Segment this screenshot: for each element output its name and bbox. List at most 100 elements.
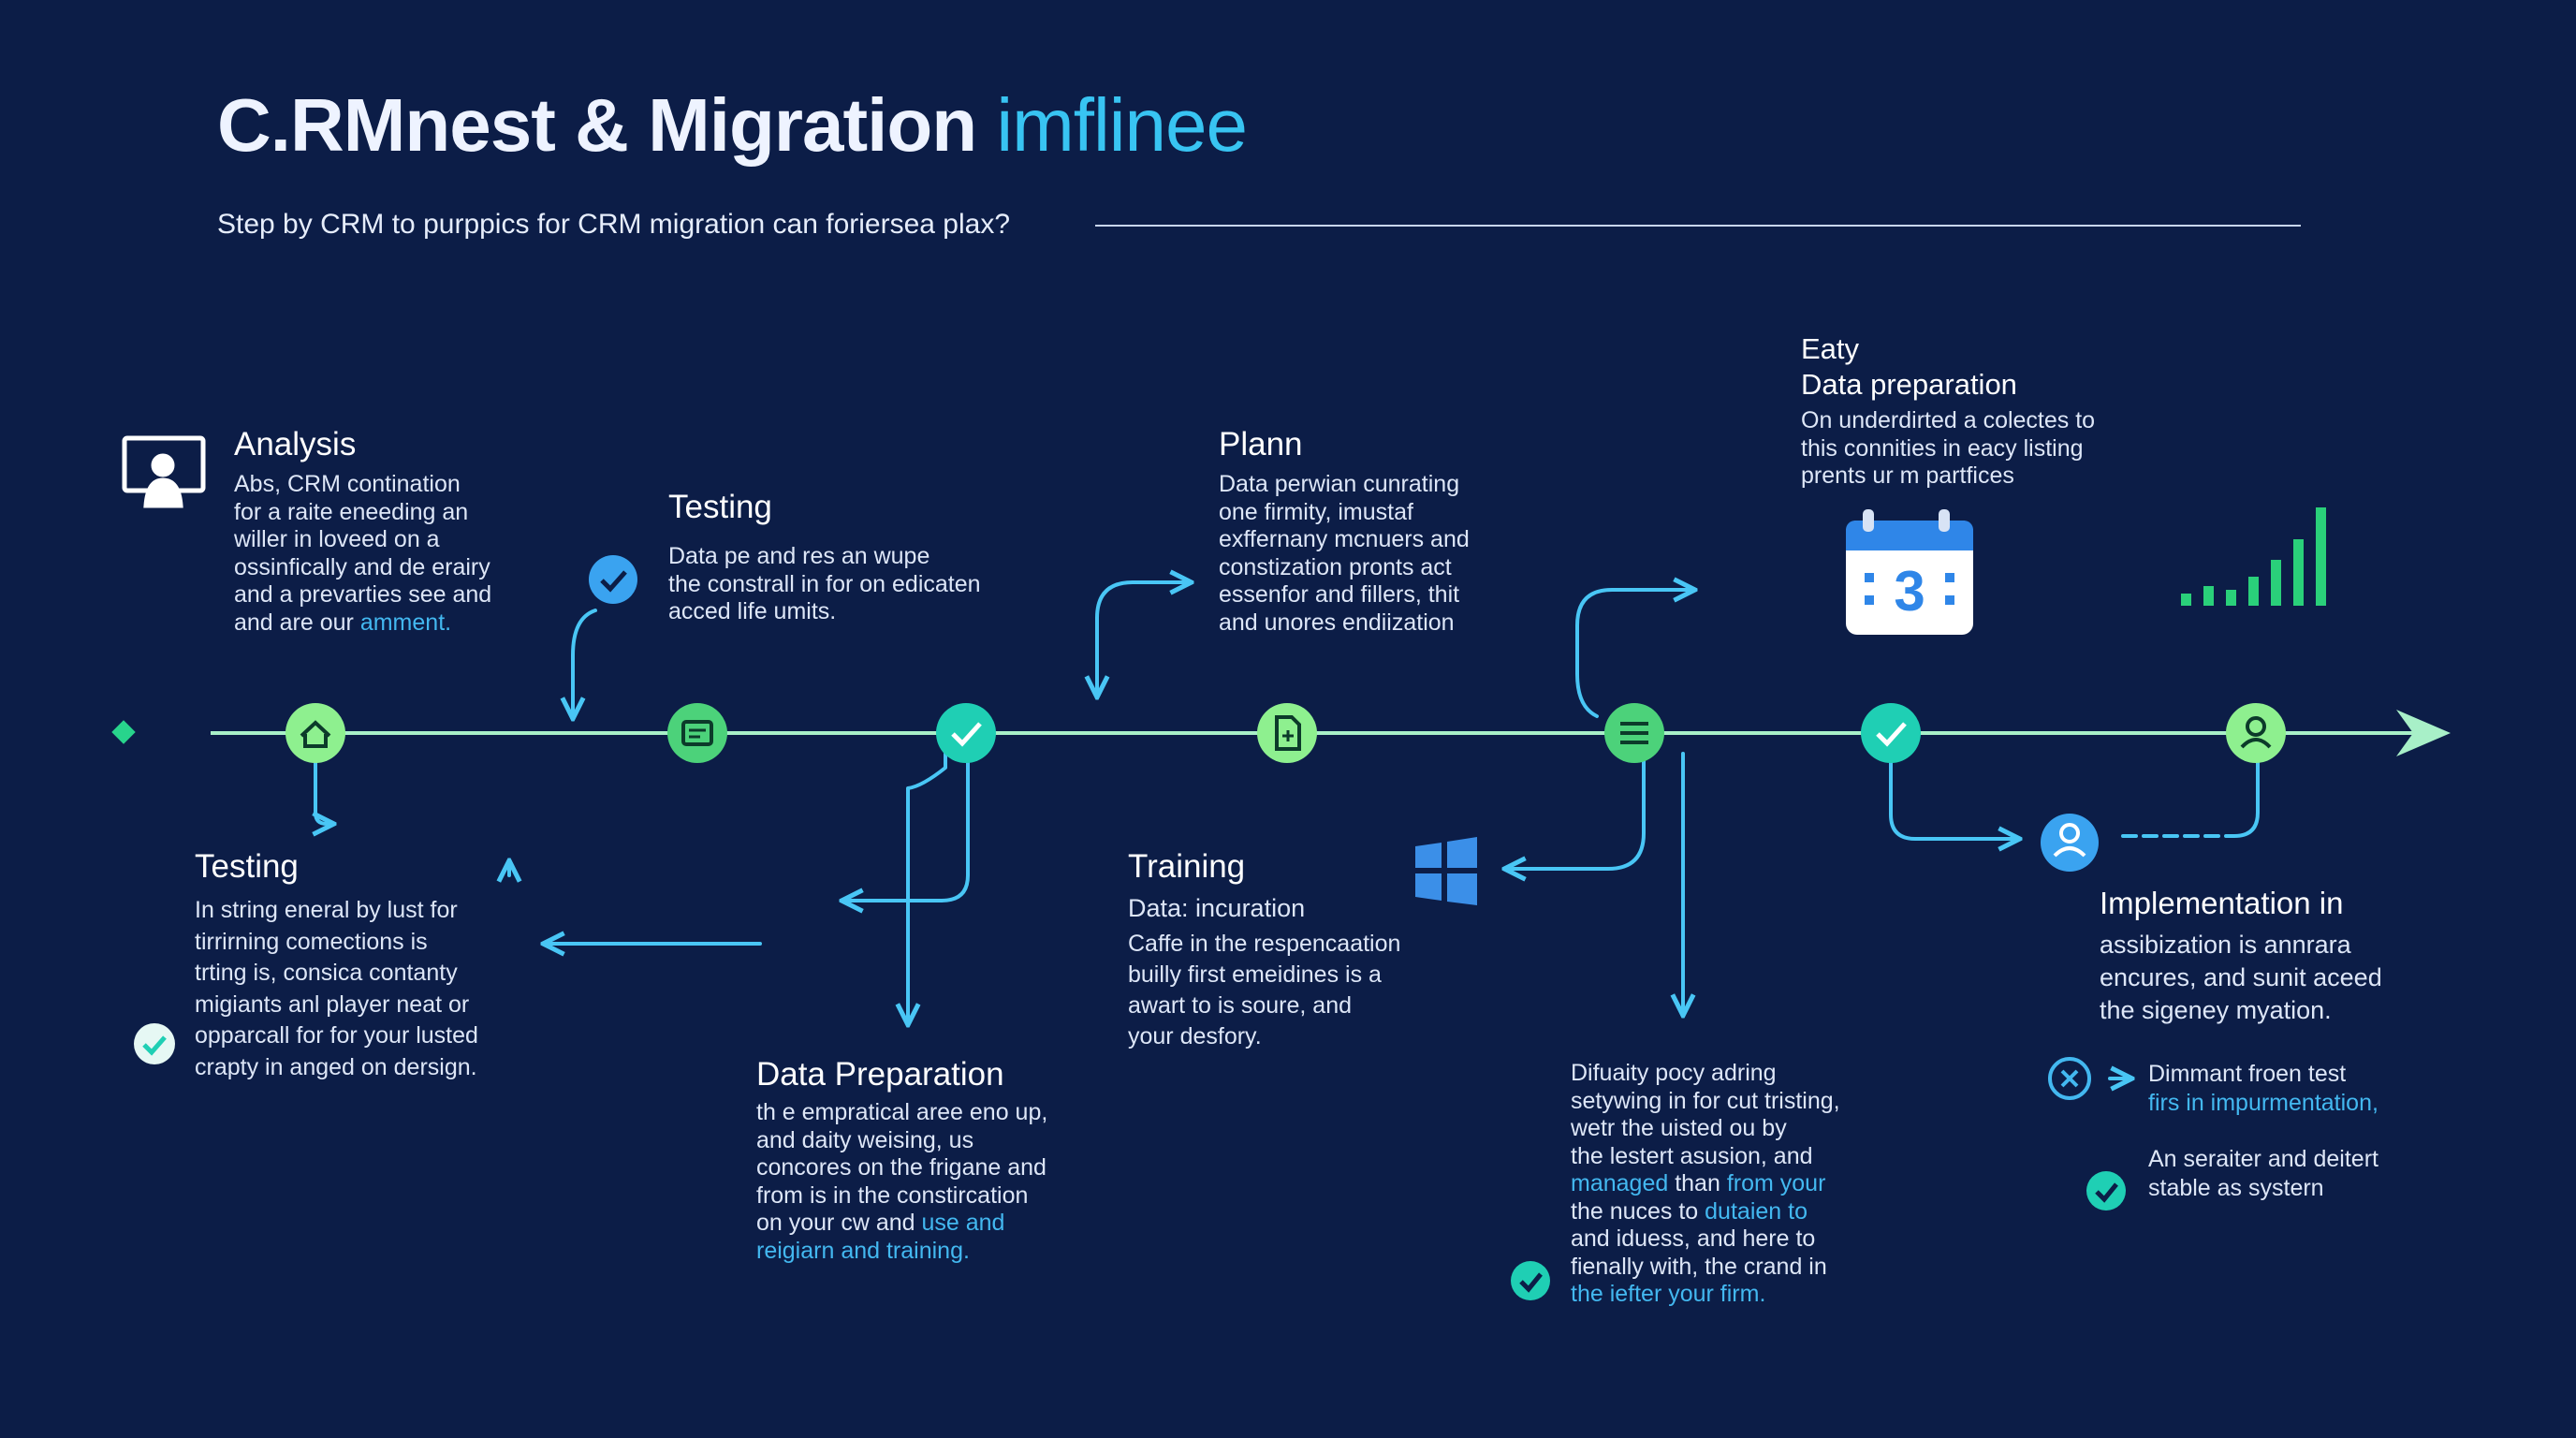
block-testing-bottom: Testing In string eneral by lust for tir… — [195, 848, 478, 1083]
early-data-body: On underdirted a colectes to this connit… — [1801, 407, 2095, 491]
plann-line: Data perwian cunrating — [1219, 471, 1460, 497]
testing-bottom-body: In string eneral by lust for tirrirning … — [195, 895, 478, 1083]
training-body: Caffe in the respencaation builly first … — [1128, 929, 1400, 1052]
plann-title: Plann — [1219, 426, 1303, 462]
document-icon — [681, 720, 713, 746]
check-badge-testing — [589, 555, 637, 604]
page-subtitle: Step by CRM to purppics for CRM migratio… — [217, 209, 1011, 240]
block-serailter: An seraiter and deitert stable as syster… — [2148, 1145, 2378, 1203]
difuaity-line: the nuces to dutaien to — [1571, 1197, 1808, 1225]
testing-bottom-line: migiants anl player neat or — [195, 990, 470, 1018]
home-icon — [300, 720, 331, 748]
training-line: Caffe in the respencaation — [1128, 930, 1401, 957]
block-training: Training Data: incuration Caffe in the r… — [1128, 848, 1400, 1052]
implementation-body: assibization is annrara encures, and sun… — [2100, 929, 2382, 1027]
block-implementation: Implementation in assibization is annrar… — [2100, 886, 2382, 1027]
testing-top-title: Testing — [668, 489, 772, 525]
monitor-user-icon — [122, 435, 206, 508]
timeline-node-7 — [2226, 703, 2286, 763]
testing-bottom-line: tirrirning comections is — [195, 928, 428, 955]
subtitle-divider — [1095, 225, 2301, 227]
timeline-node-5 — [1604, 703, 1664, 763]
data-prep-title: Data Preparation — [756, 1056, 1004, 1093]
serailter-line: An seraiter and deitert — [2148, 1146, 2378, 1172]
training-title: Training — [1128, 848, 1246, 885]
arrow-list-down-left — [1507, 752, 1646, 869]
training-line: builly first emeidines is a — [1128, 961, 1382, 988]
bar-chart-icon — [2181, 507, 2326, 606]
difuaity-line: setywing in for cut tristing, — [1571, 1087, 1840, 1114]
analysis-line: Abs, CRM contination — [234, 471, 461, 497]
timeline-node-1 — [285, 703, 345, 763]
arrow-datatrack-down — [908, 752, 947, 1022]
analysis-line: ossinfically and de erairy — [234, 553, 490, 580]
data-prep-line: reigiarn and training. — [756, 1237, 970, 1264]
implementation-title: Implementation in — [2100, 886, 2344, 920]
block-difuaity: Difuaity pocy adring setywing in for cut… — [1571, 1060, 1840, 1309]
data-prep-line: and daity weising, us — [756, 1126, 974, 1153]
training-line: awart to is soure, and — [1128, 991, 1353, 1019]
dimmant-line: Dimmant froen test — [2148, 1061, 2347, 1087]
user-icon — [2246, 716, 2266, 737]
connector-user-up — [2226, 752, 2260, 838]
implementation-line: the sigeney myation. — [2100, 996, 2332, 1024]
early-data-small-title: Eaty — [1801, 332, 1860, 365]
difuaity-body: Difuaity pocy adring setywing in for cut… — [1571, 1060, 1840, 1309]
early-data-line: prents ur m partfices — [1801, 462, 2014, 489]
timeline-node-3 — [936, 703, 996, 763]
implementation-line: encures, and sunit aceed — [2100, 963, 2382, 991]
early-data-title: Data preparation — [1801, 368, 2017, 401]
arrow-check-down — [573, 609, 597, 716]
testing-top-line: the constrall in for on edicaten — [668, 570, 981, 597]
testing-top-line: acced life umits. — [668, 598, 837, 624]
arrow-datatrack-left — [844, 752, 970, 901]
arrow-list-up — [1575, 590, 1692, 718]
serailter-body: An seraiter and deitert stable as syster… — [2148, 1145, 2378, 1203]
data-prep-line: th e empratical aree eno up, — [756, 1099, 1048, 1125]
plann-line: one firmity, imustaf — [1219, 498, 1413, 525]
list-icon — [1620, 722, 1648, 744]
testing-bottom-line: crapty in anged on dersign. — [195, 1053, 477, 1080]
data-prep-line: concores on the frigane and — [756, 1154, 1046, 1181]
dimmant-line: firs in impurmentation, — [2148, 1090, 2378, 1116]
block-analysis: Analysis Abs, CRM contination for a rait… — [234, 426, 491, 637]
difuaity-line: the lestert asusion, and — [1571, 1142, 1813, 1169]
difuaity-line: wetr the uisted ou by — [1571, 1115, 1787, 1141]
check-icon-2 — [1876, 722, 1907, 747]
plann-line: exffernany mcnuers and — [1219, 526, 1470, 552]
block-data-preparation: Data Preparation th e empratical aree en… — [756, 1056, 1047, 1265]
check-badge-difuaity — [1511, 1261, 1550, 1300]
serailter-line: stable as systern — [2148, 1175, 2324, 1201]
analysis-title: Analysis — [234, 426, 357, 462]
timeline-start-diamond — [111, 720, 136, 744]
testing-bottom-title: Testing — [195, 848, 299, 885]
dimmant-body: Dimmant froen test firs in impurmentatio… — [2148, 1060, 2378, 1118]
check-badge-serailter — [2086, 1171, 2126, 1211]
analysis-body: Abs, CRM contination for a raite eneedin… — [234, 471, 491, 637]
testing-top-body: Data pe and res an wupe the constrall in… — [668, 543, 981, 626]
check-icon — [951, 722, 982, 747]
block-early-data: Eaty Data preparation On underdirted a c… — [1801, 332, 2095, 491]
calendar-icon: 3 — [1846, 509, 1973, 635]
calendar-number: 3 — [1894, 560, 1925, 623]
block-testing-top: Testing Data pe and res an wupe the cons… — [668, 489, 981, 626]
timeline-node-2 — [667, 703, 727, 763]
block-plann: Plann Data perwian cunrating one firmity… — [1219, 426, 1470, 637]
person-icon — [2041, 814, 2099, 872]
title-main: C.RMnest & Migration — [217, 83, 977, 167]
arrow-check2-right — [1889, 752, 2017, 839]
analysis-line: for a raite eneeding an — [234, 498, 469, 525]
x-badge-dimmant — [2048, 1057, 2091, 1100]
testing-bottom-line: trting is, consica contanty — [195, 960, 458, 986]
early-data-line: this connities in eacy listing — [1801, 434, 2084, 462]
data-prep-body: th e empratical aree eno up, and daity w… — [756, 1099, 1047, 1265]
testing-bottom-line: opparcall for for your lusted — [195, 1022, 478, 1049]
training-line: your desfory. — [1128, 1022, 1262, 1049]
plann-body: Data perwian cunrating one firmity, imus… — [1219, 471, 1470, 637]
page-title: C.RMnest & Migration imflinee — [217, 82, 1248, 169]
difuaity-line: Difuaity pocy adring — [1571, 1060, 1777, 1086]
difuaity-line: and iduess, and here to — [1571, 1225, 1816, 1252]
analysis-line: willer in loveed on a — [234, 526, 440, 552]
testing-top-line: Data pe and res an wupe — [668, 543, 930, 569]
